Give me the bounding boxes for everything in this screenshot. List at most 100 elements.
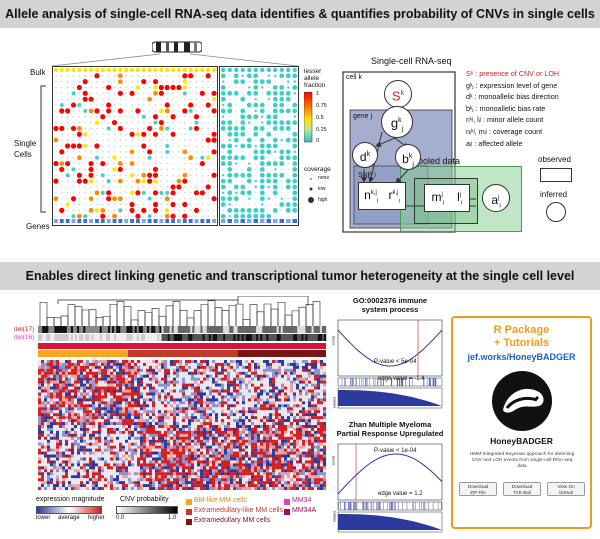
expression-cell xyxy=(311,463,315,467)
expression-cell xyxy=(317,360,321,364)
expression-cell xyxy=(218,427,222,432)
allele-dot xyxy=(195,162,198,165)
expression-cell xyxy=(185,445,189,449)
expression-cell xyxy=(278,392,282,396)
expression-cell xyxy=(305,368,309,372)
expression-cell xyxy=(188,448,192,452)
expression-cell xyxy=(284,430,288,434)
allele-dot xyxy=(59,166,65,173)
expression-cell xyxy=(86,448,90,452)
del16-cell xyxy=(48,334,51,341)
expression-cell xyxy=(56,457,60,461)
expression-cell xyxy=(230,448,234,452)
allele-dot xyxy=(154,127,157,130)
coverage-dot xyxy=(261,75,263,77)
expression-cell xyxy=(311,427,315,432)
expression-cell xyxy=(254,427,258,432)
allele-dot xyxy=(96,133,98,135)
expression-cell xyxy=(161,463,165,467)
allele-dot xyxy=(125,86,127,89)
expression-cell xyxy=(71,383,75,387)
expression-cell xyxy=(317,463,321,467)
expression-cell xyxy=(242,368,246,372)
expression-cell xyxy=(203,398,207,402)
coverage-dot xyxy=(255,204,257,206)
expression-cell xyxy=(218,463,222,467)
expression-cell xyxy=(137,389,141,393)
allele-dot xyxy=(207,86,209,89)
expression-cell xyxy=(179,460,183,464)
expression-cell xyxy=(59,410,63,414)
expression-cell xyxy=(173,442,177,446)
expression-cell xyxy=(284,386,288,390)
expression-cell xyxy=(89,392,93,396)
expression-cell xyxy=(173,422,177,426)
expression-cell xyxy=(116,451,120,455)
expression-cell xyxy=(86,427,90,432)
expression-cell xyxy=(212,362,216,367)
expression-cell xyxy=(233,460,237,464)
expression-cell xyxy=(266,368,270,372)
expression-cell xyxy=(239,368,243,372)
allele-dot xyxy=(84,198,86,200)
expression-cell xyxy=(74,419,78,423)
expression-cell xyxy=(101,365,105,369)
expression-cell xyxy=(77,451,81,455)
del17-cell xyxy=(85,326,88,333)
expression-cell xyxy=(152,466,156,470)
expression-cell xyxy=(206,404,210,408)
expression-cell xyxy=(128,389,132,393)
node-n-subscript: i xyxy=(376,198,379,205)
expression-cell xyxy=(200,442,204,446)
expression-cell xyxy=(206,457,210,461)
del17-cell xyxy=(105,326,109,333)
allele-dot xyxy=(143,168,145,171)
expression-cell xyxy=(308,419,312,423)
del16-cell xyxy=(138,334,142,341)
expression-cell xyxy=(278,371,282,375)
allele-dot xyxy=(125,133,127,135)
coverage-dot xyxy=(242,139,244,141)
del17-cell xyxy=(272,326,275,333)
expression-cell xyxy=(269,386,273,390)
del17-cell xyxy=(319,326,323,333)
expression-cell xyxy=(233,448,237,452)
allele-dot xyxy=(113,133,116,135)
expression-cell xyxy=(185,386,189,390)
expression-cell xyxy=(311,413,315,417)
allele-dot xyxy=(72,209,75,211)
expression-cell xyxy=(188,371,192,375)
expression-cell xyxy=(308,404,312,408)
expression-cell xyxy=(215,463,219,467)
expression-cell xyxy=(68,436,72,440)
expression-cell xyxy=(200,413,204,417)
allele-dot xyxy=(113,174,116,176)
expression-cell xyxy=(122,433,126,437)
expression-cell xyxy=(170,460,174,464)
allele-dot xyxy=(147,125,153,132)
expression-cell xyxy=(128,368,132,372)
expression-cell xyxy=(254,407,258,411)
coverage-dot xyxy=(229,86,231,88)
expression-cell xyxy=(86,407,90,411)
expression-cell xyxy=(104,466,108,470)
fraction-tick-05: 0.5 xyxy=(316,115,324,121)
expression-cell xyxy=(215,407,219,411)
expression-cell xyxy=(212,368,216,372)
expression-cell xyxy=(116,368,120,372)
coverage-dot xyxy=(222,103,225,107)
expression-cell xyxy=(269,451,273,455)
expression-cell xyxy=(260,451,264,455)
allele-dot xyxy=(207,209,209,211)
expression-cell xyxy=(227,362,231,367)
expression-cell xyxy=(305,416,309,420)
del16-cell xyxy=(124,334,127,341)
expression-cell xyxy=(104,371,108,375)
expression-cell xyxy=(233,398,237,402)
coverage-dot xyxy=(229,75,231,77)
expression-cell xyxy=(110,442,114,446)
allele-dot xyxy=(94,73,100,79)
expression-cell xyxy=(257,430,261,434)
expression-cell xyxy=(263,425,267,429)
expression-cell xyxy=(224,383,228,387)
